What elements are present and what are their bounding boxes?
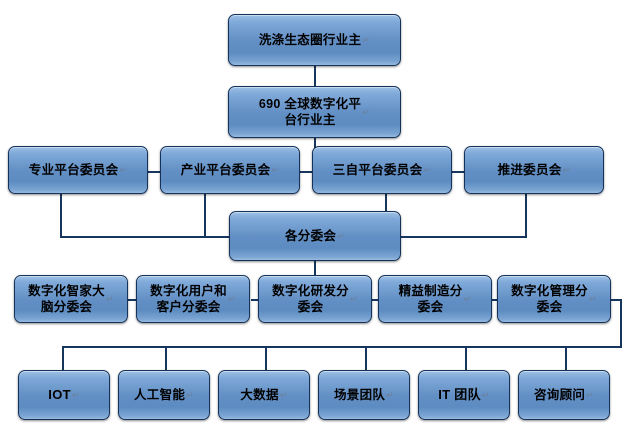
- connector-bus-to-team-bigdata: [265, 346, 267, 371]
- connector-sub5-to-right-rail: [608, 299, 622, 301]
- node-sub-committees-hub[interactable]: 各分委会↵: [229, 211, 401, 261]
- connector-bus-to-team-ai: [165, 346, 167, 371]
- paragraph-mark-icon: ↵: [588, 294, 597, 304]
- node-label: 690 全球数字化平 台行业主: [258, 97, 362, 127]
- paragraph-mark-icon: ↵: [186, 390, 195, 400]
- connector-committee3-committee4: [447, 171, 466, 173]
- paragraph-mark-icon: ↵: [105, 294, 114, 304]
- node-team-bigdata[interactable]: 大数据↵: [218, 370, 310, 420]
- node-label: IOT: [48, 387, 71, 402]
- connector-owner-to-platform: [314, 65, 316, 88]
- node-smart-home-brain-subcommittee[interactable]: 数字化智家大 脑分委会↵: [14, 275, 128, 323]
- paragraph-mark-icon: ↵: [463, 294, 472, 304]
- node-label: 数字化智家大 脑分委会: [28, 284, 105, 314]
- paragraph-mark-icon: ↵: [362, 35, 371, 45]
- paragraph-mark-icon: ↵: [71, 390, 80, 400]
- node-professional-platform-committee[interactable]: 专业平台委员会↵: [8, 146, 148, 194]
- node-label: 场景团队: [333, 388, 386, 402]
- node-team-scene[interactable]: 场景团队↵: [318, 370, 410, 420]
- paragraph-mark-icon: ↵: [337, 231, 346, 241]
- node-label: 洗涤生态圈行业主: [258, 33, 362, 47]
- paragraph-mark-icon: ↵: [386, 390, 395, 400]
- connector-committee1-committee2: [147, 171, 167, 173]
- paragraph-mark-icon: ↵: [562, 165, 571, 175]
- node-digital-management-subcommittee[interactable]: 数字化管理分 委会↵: [497, 275, 611, 323]
- connector-committee4-drop: [525, 191, 527, 237]
- node-team-iot[interactable]: IOT↵: [18, 370, 110, 420]
- connector-bus-to-team-it: [465, 346, 467, 371]
- paragraph-mark-icon: ↵: [423, 165, 432, 175]
- paragraph-mark-icon: ↵: [279, 390, 288, 400]
- node-label: 咨询顾问: [533, 388, 586, 402]
- node-user-customer-subcommittee[interactable]: 数字化用户和 客户分委会↵: [136, 275, 250, 323]
- paragraph-mark-icon: ↵: [119, 165, 128, 175]
- node-label: 推进委员会: [497, 163, 562, 177]
- connector-bus-to-team-iot: [62, 346, 64, 371]
- node-promotion-committee[interactable]: 推进委员会↵: [464, 146, 604, 194]
- node-team-it[interactable]: IT 团队↵: [418, 370, 510, 420]
- paragraph-mark-icon: ↵: [586, 390, 595, 400]
- node-three-self-platform-committee[interactable]: 三自平台委员会↵: [312, 146, 452, 194]
- connector-committee1-drop: [60, 191, 62, 237]
- paragraph-mark-icon: ↵: [481, 390, 490, 400]
- node-label: 专业平台委员会: [28, 163, 119, 177]
- paragraph-mark-icon: ↵: [271, 165, 280, 175]
- connector-bus-to-team-scene: [365, 346, 367, 371]
- paragraph-mark-icon: ↵: [349, 294, 358, 304]
- node-label: 人工智能: [133, 388, 186, 402]
- node-global-digital-platform-owner[interactable]: 690 全球数字化平 台行业主↵: [228, 86, 401, 138]
- node-team-ai[interactable]: 人工智能↵: [118, 370, 210, 420]
- node-ecosystem-owner[interactable]: 洗涤生态圈行业主↵: [228, 14, 401, 66]
- node-label: 精益制造分 委会: [398, 284, 463, 314]
- connector-committee2-drop: [204, 191, 206, 237]
- node-industry-platform-committee[interactable]: 产业平台委员会↵: [160, 146, 300, 194]
- node-label: 大数据: [240, 388, 279, 402]
- node-label: 产业平台委员会: [180, 163, 271, 177]
- connector-committee2-bus: [300, 171, 316, 173]
- node-label: 数字化用户和 客户分委会: [150, 284, 227, 314]
- node-label: 各分委会: [284, 229, 337, 243]
- node-label: 数字化研发分 委会: [272, 284, 349, 314]
- connector-bus-right-to-hub: [397, 236, 527, 238]
- node-team-consultant[interactable]: 咨询顾问↵: [518, 370, 610, 420]
- node-label: 数字化管理分 委会: [511, 284, 588, 314]
- connector-teams-bus: [62, 346, 622, 348]
- connector-bus-to-team-consult: [565, 346, 567, 371]
- connector-right-rail-drop: [620, 299, 622, 348]
- node-label: IT 团队: [438, 387, 481, 402]
- node-label: 三自平台委员会: [332, 163, 423, 177]
- paragraph-mark-icon: ↵: [362, 107, 371, 117]
- paragraph-mark-icon: ↵: [227, 294, 236, 304]
- connector-bus-left-to-hub: [60, 236, 232, 238]
- node-digital-rd-subcommittee[interactable]: 数字化研发分 委会↵: [258, 275, 372, 323]
- connector-hub-to-rd-subcommittee: [314, 259, 316, 282]
- node-lean-manufacturing-subcommittee[interactable]: 精益制造分 委会↵: [378, 275, 492, 323]
